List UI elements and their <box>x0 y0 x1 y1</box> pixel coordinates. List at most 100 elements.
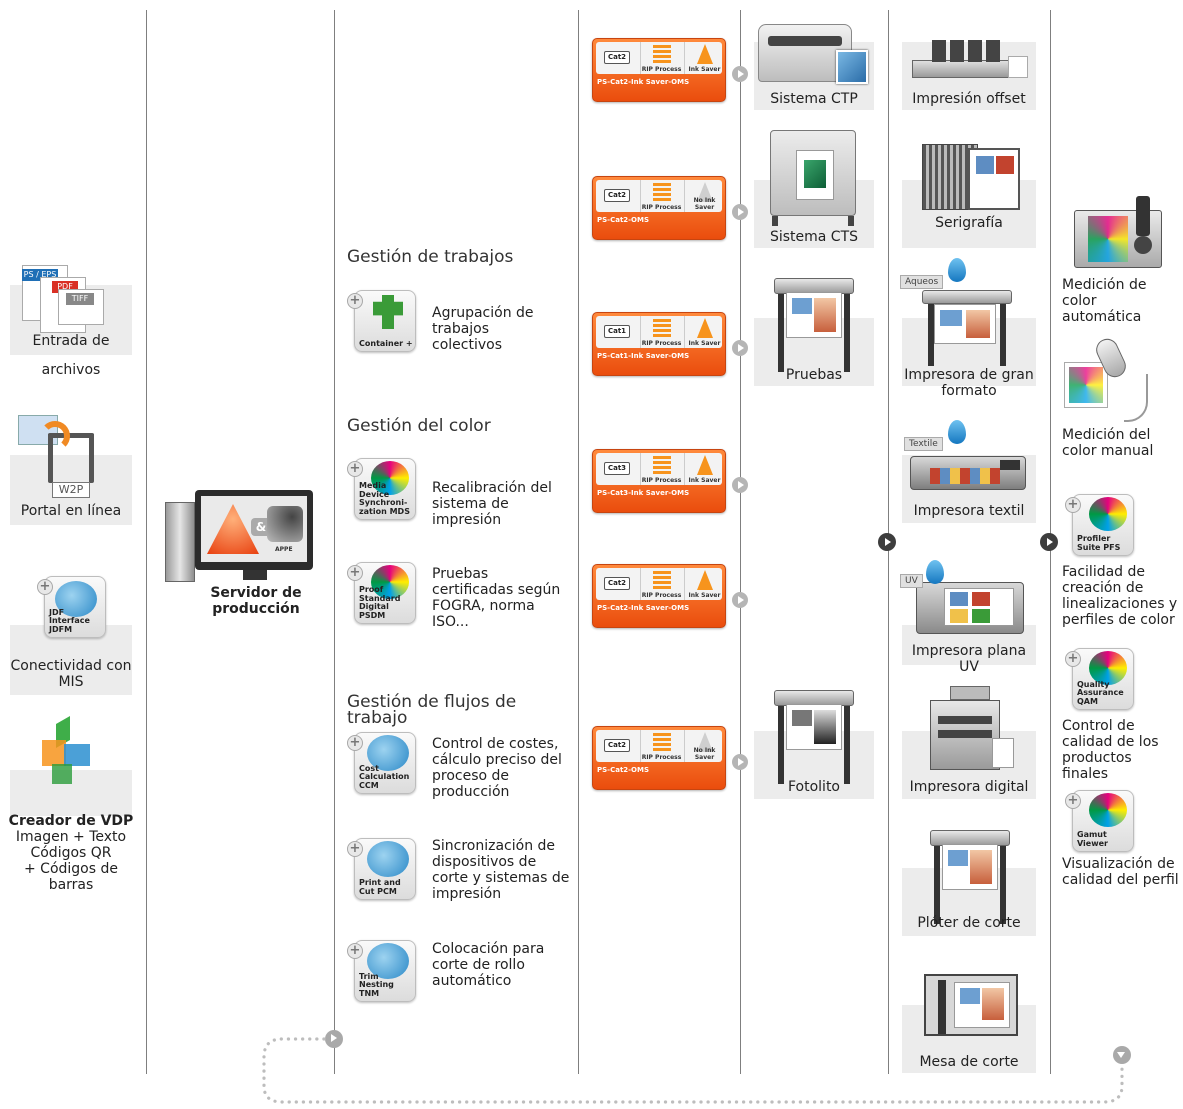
tnm-tile[interactable]: + Trim Nesting TNM <box>347 940 416 1002</box>
printer-cat-icon: Cat1 <box>596 316 638 348</box>
rip-process-icon: RIP Process <box>640 568 682 600</box>
gamut-tile-label: Gamut Viewer <box>1077 830 1108 848</box>
ink-saver-icon: No Ink Saver <box>684 180 724 212</box>
ink-saver-label: Ink Saver <box>688 66 721 73</box>
psdm-tile[interactable]: + Proof Standard Digital PSDM <box>347 562 416 624</box>
vdp-line-4: barras <box>48 877 94 893</box>
divider-1 <box>146 10 147 1074</box>
color-wheel-icon <box>371 461 409 495</box>
mds-tile[interactable]: + Media Device Synchroni- zation MDS <box>347 458 416 520</box>
plus-icon: + <box>1065 793 1081 809</box>
color-wheel-icon <box>1089 793 1127 827</box>
ink-saver-label: No Ink Saver <box>693 197 716 211</box>
flow-arrow-down-icon <box>1113 1046 1131 1064</box>
printer-cat-icon: Cat2 <box>596 180 638 212</box>
uv-flat-printer-icon <box>916 582 1026 636</box>
pcm-tile[interactable]: + Print and Cut PCM <box>347 838 416 900</box>
gamut-tile[interactable]: + Gamut Viewer <box>1065 790 1134 852</box>
pfs-tile[interactable]: + Profiler Suite PFS <box>1065 494 1134 556</box>
file-input-label: Entrada de <box>32 333 110 349</box>
rip-process-label: RIP Process <box>641 477 682 484</box>
ink-drop-icon <box>926 560 944 584</box>
cat-label: Cat2 <box>604 51 630 64</box>
digital-label: Impresora digital <box>909 779 1029 795</box>
vdp-title: Creador de VDP <box>8 813 134 829</box>
ink-saver-icon: Ink Saver <box>684 316 724 348</box>
flow-arrow-icon <box>732 477 748 493</box>
color-wheel-icon <box>1089 497 1127 531</box>
aqueous-tag: Aqueos <box>900 275 944 289</box>
cat-label: Cat2 <box>604 189 630 202</box>
rip-profile-name: PS-Cat3-Ink Saver-OMS <box>597 489 690 497</box>
proof-label: Pruebas <box>785 367 843 383</box>
ink-saver-icon: No Ink Saver <box>684 730 724 762</box>
rip-process-icon: RIP Process <box>640 180 682 212</box>
vdp-icon <box>38 715 102 790</box>
printer-cat-icon: Cat3 <box>596 453 638 485</box>
flow-arrow-icon <box>1040 533 1058 551</box>
rip-profile-name: PS-Cat2-Ink Saver-OMS <box>597 78 690 86</box>
flow-arrow-icon <box>732 592 748 608</box>
mis-label: Conectividad con MIS <box>10 658 132 690</box>
film-printer-icon <box>774 690 854 786</box>
ink-saver-icon: Ink Saver <box>684 42 724 74</box>
mds-tile-label: Media Device Synchroni- zation MDS <box>359 481 410 516</box>
manual-measure-icon <box>1064 335 1154 426</box>
color-wheel-icon <box>1089 651 1127 685</box>
textile-label: Impresora textil <box>913 503 1025 519</box>
manual-measure-label: Medición del color manual <box>1062 427 1154 459</box>
cts-device-icon <box>770 130 860 226</box>
plus-icon: + <box>1065 497 1081 513</box>
tnm-desc: Colocación para corte de rollo automátic… <box>432 941 545 989</box>
textile-tag: Textile <box>904 437 943 451</box>
screen-print-icon <box>922 144 1022 216</box>
proof-printer-icon <box>774 278 854 374</box>
cat-label: Cat2 <box>604 739 630 752</box>
cut-plotter-icon <box>930 830 1010 926</box>
offset-label: Impresión offset <box>912 91 1026 107</box>
jdf-globe-icon <box>55 581 97 617</box>
qam-desc: Control de calidad de los productos fina… <box>1062 718 1159 782</box>
pfs-tile-label: Profiler Suite PFS <box>1077 534 1121 552</box>
ink-saver-icon: Ink Saver <box>684 568 724 600</box>
server-label: Servidor de producción <box>210 585 302 617</box>
ctp-label: Sistema CTP <box>770 91 858 107</box>
ccm-tile-label: Cost Calculation CCM <box>359 763 410 790</box>
vdp-line-3: + Códigos de <box>24 861 118 877</box>
divider-4 <box>740 10 741 1074</box>
qam-tile[interactable]: + Quality Assurance QAM <box>1065 648 1134 710</box>
cat-label: Cat1 <box>604 325 630 338</box>
rip-process-label: RIP Process <box>641 204 682 211</box>
container-tile[interactable]: + Container + <box>347 290 416 352</box>
pcm-desc: Sincronización de dispositivos de corte … <box>432 838 570 902</box>
ink-saver-icon: Ink Saver <box>684 453 724 485</box>
flow-arrow-icon <box>732 204 748 220</box>
jdf-tile[interactable]: + Cost Calculation CCM JDF Interface JDF… <box>37 576 106 638</box>
plus-icon: + <box>347 461 363 477</box>
rip-process-label: RIP Process <box>641 592 682 599</box>
container-tile-label: Container + <box>359 338 413 348</box>
rip-process-icon: RIP Process <box>640 42 682 74</box>
rip-profile-name: PS-Cat2-Ink Saver-OMS <box>597 604 690 612</box>
film-label: Fotolito <box>787 779 840 795</box>
container-desc: Agrupación de trabajos colectivos <box>432 305 534 353</box>
ink-saver-label: Ink Saver <box>688 340 721 347</box>
auto-measure-icon <box>1074 196 1166 270</box>
plus-icon: + <box>347 565 363 581</box>
flow-arrow-icon <box>732 66 748 82</box>
plus-icon: + <box>347 293 363 309</box>
plus-icon: + <box>347 943 363 959</box>
ccm-tile[interactable]: + Cost Calculation CCM <box>347 732 416 794</box>
rip-process-label: RIP Process <box>641 66 682 73</box>
